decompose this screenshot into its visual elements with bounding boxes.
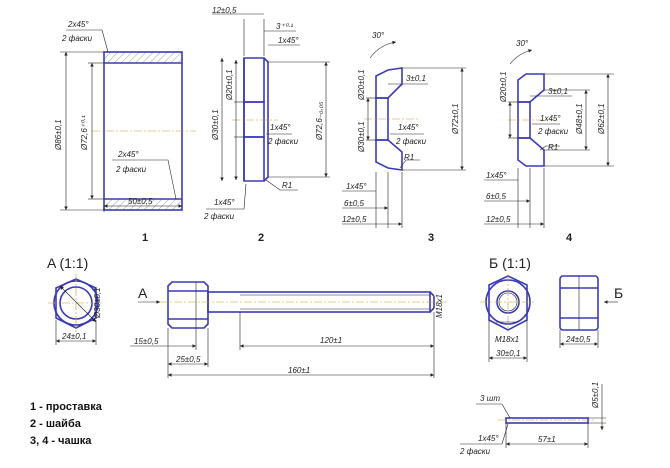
rod-length: 57±1 [538,435,556,444]
p3-angle: 30° [372,31,385,40]
p1-chamfer-note: 2 фаски [61,34,93,43]
p2-chamfer-top: 1x45° [278,36,299,45]
bolt-head-total: 25±0,5 [175,355,201,364]
p3-chamfer: 1x45° [398,123,419,132]
rod-body [505,417,589,424]
p4-outer-dia: Ø48±0,1 [575,103,584,135]
p3-chamfer-note: 2 фаски [395,137,427,146]
p4-angle: 30° [516,39,529,48]
p2-chamfer-mid: 1x45° [270,123,291,132]
legend-item-3: 3, 4 - чашка [30,435,92,447]
p4-thickness: 12±0,5 [486,215,511,224]
view-b: Б (1:1) M18x1 30±0,1 Б 24±0,5 [480,255,623,362]
p1-number: 1 [142,232,148,244]
p3-chamfer-b: 1x45° [346,182,367,191]
p4-big-dia: Ø62±0,1 [597,103,606,135]
rod-dia: Ø5±0,1 [591,382,600,409]
p3-radius: R1 [404,153,414,162]
p3-height: 6±0,5 [344,199,365,208]
p4-hole-dia: Ø20±0,1 [499,71,508,103]
spacer-outline [103,51,183,211]
part-4-cup: Ø20±0,1 Ø48±0,1 Ø62±0,1 30° 3±0,1 1x45° … [484,39,614,244]
p3-hole-dia: Ø20±0,1 [357,69,366,101]
p3-thickness: 12±0,5 [342,215,367,224]
part-2-washer: 12±0,5 3⁺⁰·¹ 1x45° Ø20±0,1 Ø30±0,1 Ø72,6… [203,6,330,244]
view-b-arrow-label: Б [614,285,623,301]
bolt-arrow-label: A [138,285,148,301]
bolt-total-len: 160±1 [288,366,310,375]
view-a: A (1:1) Ø30±0,1 24±0,1 [47,255,104,345]
p4-step: 3±0,1 [548,87,568,96]
p2-chamfer-bot-note: 2 фаски [203,212,235,221]
p2-chamfer-bot: 1x45° [214,198,235,207]
view-b-title: Б (1:1) [489,255,531,271]
p4-chamfer-b: 1x45° [486,171,507,180]
p4-number: 4 [566,232,573,244]
rod-chamfer-note: 2 фаски [459,447,491,456]
legend: 1 - проставка 2 - шайба 3, 4 - чашка [30,401,103,447]
view-b-across-flats: 30±0,1 [496,349,520,358]
bolt-thread: M18x1 [435,294,444,318]
bolt-head-len: 15±0,5 [134,337,159,346]
part-1-spacer: 2x45° 2 фаски Ø86±0,1 Ø72,6⁺⁰·¹ 2x45° 2 … [54,20,196,244]
p1-chamfer2: 2x45° [117,150,139,159]
view-a-width: 24±0,1 [61,332,86,341]
p4-radius: R1 [548,143,558,152]
p2-big-dia: Ø72,6₋₀,₀₅ [315,101,324,141]
p3-big-dia: Ø72±0,1 [451,103,460,135]
p2-thickness: 12±0,5 [212,6,237,15]
p2-radius: R1 [282,181,292,190]
bolt-head [167,281,209,329]
p1-outer-dia: Ø86±0,1 [54,119,63,151]
p1-chamfer: 2x45° [67,20,89,29]
p1-chamfer2-note: 2 фаски [115,165,147,174]
p1-inner-dia: Ø72,6⁺⁰·¹ [80,115,89,151]
view-a-dia: Ø30±0,1 [93,287,102,319]
p3-step: 3±0,1 [406,74,426,83]
p4-chamfer-note: 2 фаски [537,127,569,136]
view-b-nut-width: 24±0,5 [565,335,591,344]
p1-length: 50±0,5 [128,197,153,206]
legend-item-2: 2 - шайба [30,418,82,430]
p4-chamfer: 1x45° [540,114,561,123]
p3-number: 3 [428,232,434,244]
rod-qty: 3 шт [480,394,500,403]
p2-outer-dia: Ø30±0,1 [211,109,220,141]
part-3-cup: Ø20±0,1 Ø30±0,1 Ø72±0,1 30° 3±0,1 1x45° … [342,31,466,244]
legend-item-1: 1 - проставка [30,401,103,413]
rod-chamfer: 1x45° [478,434,499,443]
p4-height: 6±0,5 [486,192,507,201]
view-b-thread: M18x1 [495,335,519,344]
p3-outer-dia: Ø30±0,1 [357,121,366,153]
bolt-shank-len: 120±1 [320,336,342,345]
p2-step: 3⁺⁰·¹ [276,22,294,31]
rod: 3 шт Ø5±0,1 1x45° 2 фаски 57±1 [459,382,606,456]
p2-chamfer-mid-note: 2 фаски [267,137,299,146]
view-a-title: A (1:1) [47,255,88,271]
p2-hole-dia: Ø20±0,1 [225,69,234,101]
bolt: A M18x1 15±0,5 25±0,5 120±1 160±1 [130,281,446,378]
p2-number: 2 [258,232,264,244]
